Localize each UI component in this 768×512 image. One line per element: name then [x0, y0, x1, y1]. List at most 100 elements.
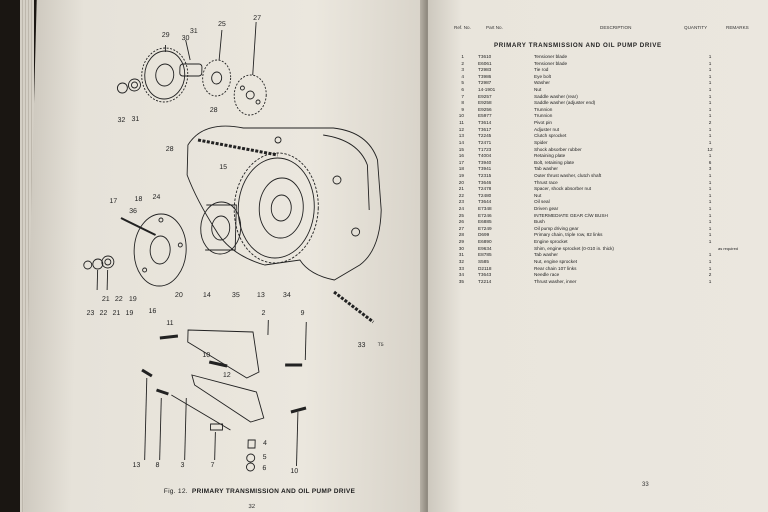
retaining-plate: [133, 213, 187, 287]
part-no-cell: E6890: [478, 239, 492, 245]
ref-no-cell: 35: [458, 278, 464, 284]
description-cell: Oil seal: [534, 199, 550, 205]
callout-label: T5: [377, 342, 384, 348]
description-cell: Bolt, retaining plate: [534, 159, 575, 165]
ref-no-cell: 31: [458, 252, 464, 258]
description-cell: Trunnion: [534, 113, 553, 119]
crankcase-cover: [186, 125, 382, 281]
ref-no-cell: 23: [458, 199, 464, 205]
callout-label: 31: [131, 116, 140, 123]
quantity-cell: 1: [708, 186, 712, 192]
quantity-cell: 2: [708, 120, 712, 126]
quantity-cell: 1: [708, 93, 712, 99]
part-no-cell: T1723: [478, 146, 492, 152]
ref-no-cell: 30: [458, 245, 464, 251]
ref-no-cell: 28: [458, 232, 464, 238]
callout-label: 10: [290, 468, 299, 475]
part-no-cell: T3986: [478, 73, 492, 79]
description-cell: Bush: [534, 219, 545, 225]
callout-label: 9: [300, 310, 305, 317]
callout-label: 20: [174, 292, 183, 299]
callout-label: 33: [357, 342, 366, 349]
description-cell: Adjuster nut: [534, 126, 560, 132]
ref-no-cell: 12: [458, 126, 464, 132]
part-no-cell: T2480: [478, 192, 492, 198]
ref-no-cell: 11: [459, 120, 464, 126]
quantity-cell: 3: [708, 166, 712, 172]
tensioner-blade-upper: [187, 329, 260, 379]
callout-label: 4: [262, 440, 268, 447]
part-no-cell: T2983: [478, 67, 492, 73]
part-no-cell: T3643: [478, 272, 492, 278]
ref-no-cell: 34: [458, 272, 464, 278]
quantity-cell: 1: [708, 139, 712, 145]
oil-pump-driving-gear: [233, 74, 267, 116]
quantity-cell: 12: [707, 146, 713, 152]
description-cell: Spider: [534, 139, 548, 145]
quantity-cell: 1: [708, 87, 712, 93]
ref-no-cell: 27: [458, 225, 464, 231]
ref-no-cell: 9: [461, 106, 464, 112]
ref-no-cell: 16: [458, 153, 464, 159]
ref-no-cell: 22: [458, 192, 464, 198]
callout-label: 34: [282, 292, 291, 299]
quantity-cell: 1: [708, 113, 712, 119]
quantity-cell: 1: [708, 60, 712, 66]
callout-label: 31: [189, 28, 198, 35]
quantity-cell: 1: [708, 172, 712, 178]
description-cell: INTERMEDIATE GEAR C/W BUSH: [534, 212, 608, 218]
quantity-cell: 1: [708, 100, 712, 106]
ref-no-cell: 2: [461, 60, 464, 66]
callout-label: 22: [114, 296, 123, 303]
part-no-cell: T3610: [478, 54, 492, 59]
callout-label: 13: [256, 292, 265, 299]
ref-no-cell: 24: [458, 206, 464, 212]
page-number: 33: [642, 482, 649, 488]
part-no-cell: T2471: [478, 139, 492, 145]
part-no-cell: S585: [478, 258, 489, 264]
callout-label: 29: [161, 32, 170, 39]
callout-label: 21: [101, 296, 110, 303]
header-description: DESCRIPTION: [600, 25, 632, 30]
description-cell: Tab washer: [534, 166, 558, 172]
ref-no-cell: 13: [458, 133, 464, 139]
quantity-cell: 1: [708, 199, 712, 205]
callout-label: 8: [155, 462, 160, 469]
ref-no-cell: 32: [458, 258, 464, 264]
description-cell: Tab washer: [534, 252, 558, 258]
callout-label: 15: [219, 164, 228, 171]
quantity-cell: 1: [708, 133, 712, 139]
quantity-cell: 1: [708, 106, 712, 112]
quantity-cell: 2: [708, 272, 712, 278]
clutch-sprocket: [237, 157, 315, 259]
remarks-cell: as required: [718, 245, 739, 251]
engine-sprocket: [144, 50, 186, 100]
quantity-cell: 1: [708, 278, 712, 284]
description-cell: Primary chain, triple row, 82 links: [534, 232, 603, 238]
part-no-cell: E9257: [478, 93, 492, 99]
quantity-cell: 1: [708, 219, 712, 225]
quantity-cell: 1: [708, 258, 712, 264]
callout-label: 2: [261, 310, 266, 317]
callout-label: 5: [262, 454, 267, 461]
part-no-cell: D2118: [478, 265, 492, 271]
part-no-cell: E9634: [478, 245, 492, 251]
figure-title: PRIMARY TRANSMISSION AND OIL PUMP DRIVE: [191, 488, 356, 495]
